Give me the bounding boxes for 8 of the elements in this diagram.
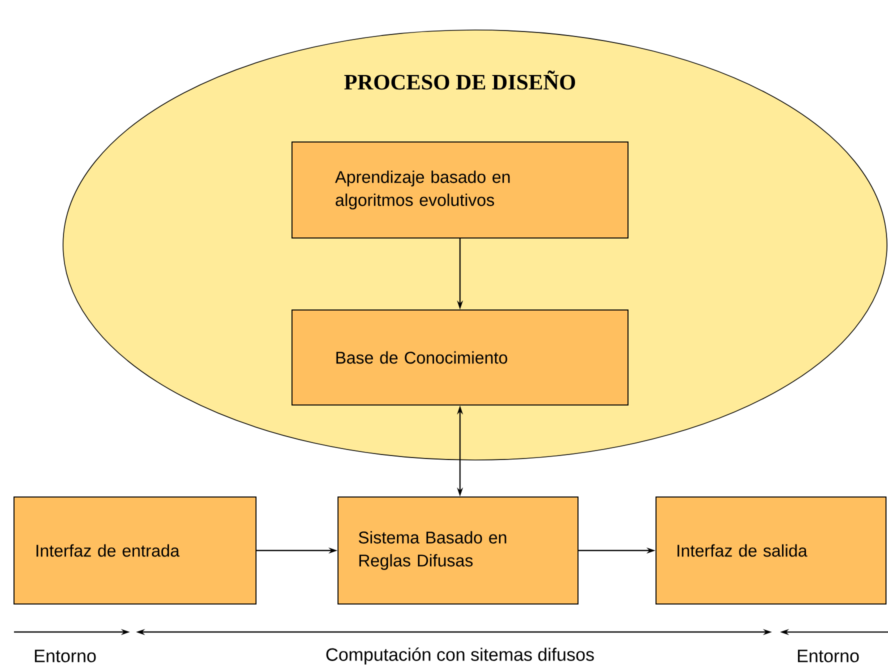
process-box: Aprendizaje basado en algoritmos evolutivos bbox=[292, 142, 628, 238]
span-label: Entorno bbox=[798, 650, 859, 662]
span-label: Computación con sitemas difusos bbox=[326, 648, 594, 664]
process-box: Sistema Basado en Reglas Difusas bbox=[338, 496, 578, 604]
span-label: Entorno bbox=[34, 650, 96, 662]
process-box: Base de Conocimiento bbox=[292, 310, 628, 406]
process-box: Interfaz de entrada bbox=[14, 496, 256, 604]
process-box: Interfaz de salida bbox=[656, 496, 887, 604]
